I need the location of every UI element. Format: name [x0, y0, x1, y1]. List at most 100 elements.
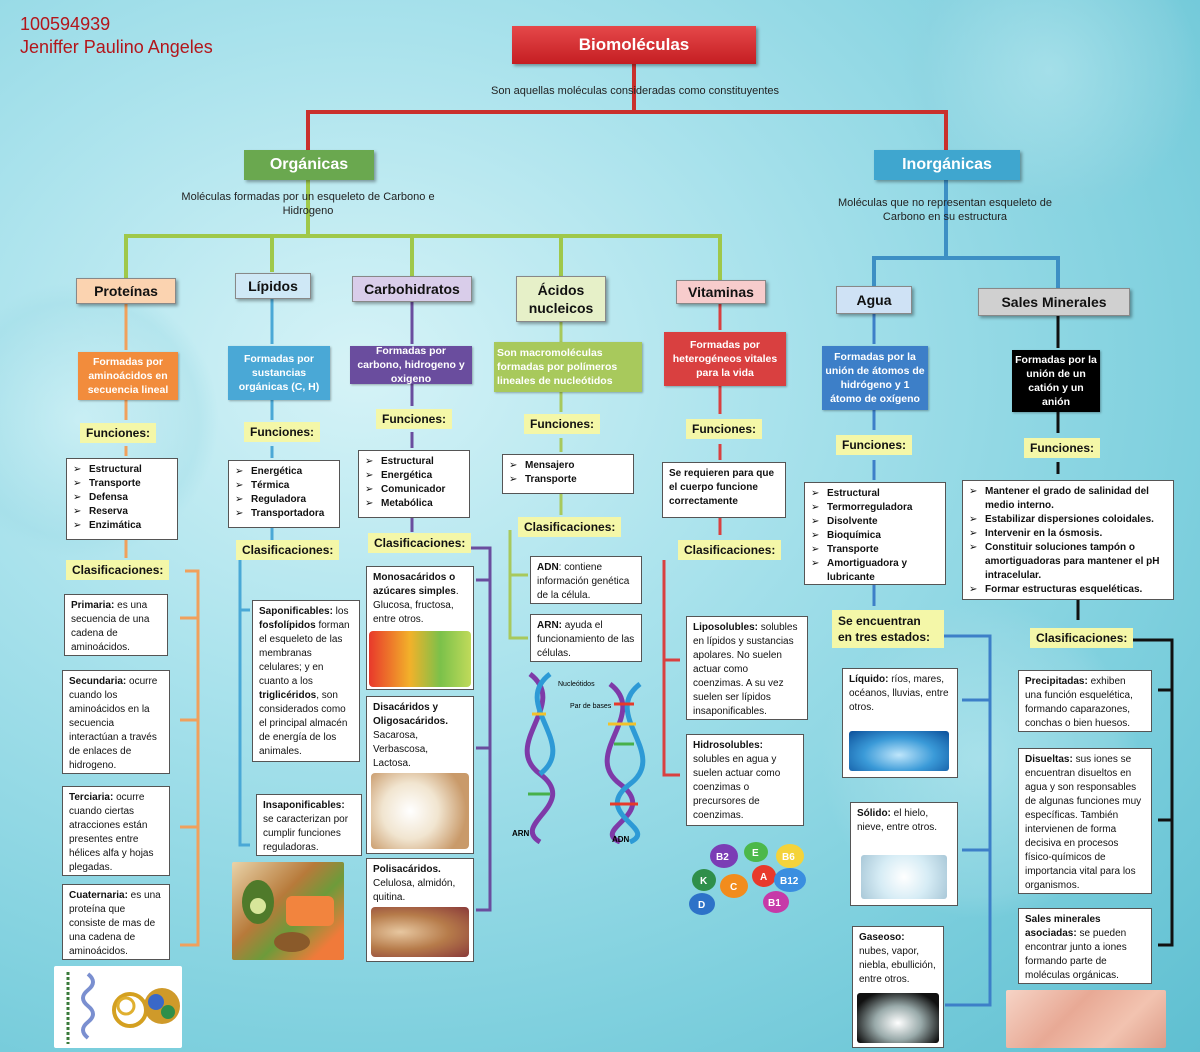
vitaminas-title: Vitaminas — [676, 280, 766, 304]
lipidos-insaponificables: Insaponificables: se caracterizan por cu… — [256, 794, 362, 856]
sugars-image — [371, 773, 469, 849]
list-item: Comunicador — [365, 483, 463, 497]
organicas-description: Moléculas formadas por un esqueleto de C… — [181, 191, 435, 217]
water-drop-image — [849, 731, 949, 771]
agua-title: Agua — [836, 286, 912, 314]
list-item: Intervenir en la ósmosis. — [969, 527, 1167, 541]
carbohidratos-funciones-box: Estructural Energética Comunicador Metab… — [358, 450, 470, 518]
list-item: Térmica — [235, 479, 333, 493]
proteinas-funciones-label: Funciones: — [80, 423, 157, 443]
list-item: Energética — [235, 465, 333, 479]
list-item: Reguladora — [235, 493, 333, 507]
proteinas-funciones-box: Estructural Transporte Defensa Reserva E… — [66, 458, 178, 540]
list-item: Transporte — [811, 543, 939, 557]
label-nucleotidos: Nucleótidos — [558, 681, 595, 688]
svg-text:B12: B12 — [780, 876, 799, 887]
author-name: Jeniffer Paulino Angeles — [20, 37, 213, 57]
vitaminas-funciones-box: Se requieren para que el cuerpo funcione… — [662, 462, 786, 518]
acidos-adn: ADN: contiene información genética de la… — [530, 556, 642, 604]
list-item: Estructural — [73, 463, 171, 477]
salt-crystals-image — [1006, 990, 1166, 1048]
agua-estados-label: Se encuentran en tres estados: — [832, 610, 944, 648]
proteinas-title: Proteínas — [76, 278, 176, 304]
carbohidratos-monosacaridos: Monosacáridos o azúcares simples. Glucos… — [366, 566, 474, 690]
proteinas-clasif-label: Clasificaciones: — [66, 560, 170, 580]
protein-structures-image — [54, 966, 182, 1048]
list-item: Formar estructuras esqueléticas. — [969, 583, 1167, 597]
agua-definition: Formadas por la unión de átomos de hidró… — [822, 346, 928, 410]
list-item: Transportadora — [235, 507, 333, 521]
list-item: Reserva — [73, 505, 171, 519]
carbohidratos-disacaridos: Disacáridos y Oligosacáridos. Sacarosa, … — [366, 696, 474, 854]
list-item: Transporte — [73, 477, 171, 491]
vitamin-pills-image: B2 E B6 K A B12 C D B1 — [686, 842, 810, 918]
agua-funciones-box: Estructural Termorreguladora Disolvente … — [804, 482, 946, 585]
svg-text:D: D — [698, 900, 705, 911]
svg-text:A: A — [760, 872, 767, 883]
list-item: Transporte — [509, 473, 627, 487]
sales-precipitadas: Precipitadas: exhiben una función esquel… — [1018, 670, 1152, 732]
svg-text:K: K — [700, 876, 708, 887]
list-item: Enzimática — [73, 519, 171, 533]
proteinas-cuaternaria: Cuaternaria: es una proteína que consist… — [62, 884, 170, 960]
lipidos-funciones-box: Energética Térmica Reguladora Transporta… — [228, 460, 340, 528]
lipidos-title: Lípidos — [235, 273, 311, 299]
sales-asociadas: Sales minerales asociadas: se pueden enc… — [1018, 908, 1152, 984]
svg-text:B6: B6 — [782, 852, 795, 863]
svg-text:C: C — [730, 882, 737, 893]
vitaminas-definition: Formadas por heterogéneos vitales para l… — [664, 332, 786, 386]
fruits-image — [369, 631, 471, 687]
list-item: Estructural — [365, 455, 463, 469]
agua-liquido: Líquido: ríos, mares, océanos, lluvias, … — [842, 668, 958, 778]
agua-gaseoso: Gaseoso: nubes, vapor, niebla, ebullició… — [852, 926, 944, 1048]
acidos-clasif-label: Clasificaciones: — [518, 517, 622, 537]
ice-image — [861, 855, 947, 899]
list-item: Metabólica — [365, 497, 463, 511]
potatoes-image — [371, 907, 469, 957]
list-item: Amortiguadora y lubricante — [811, 557, 939, 585]
list-item: Defensa — [73, 491, 171, 505]
proteinas-definition: Formadas por aminoácidos en secuencia li… — [78, 352, 178, 400]
sales-funciones-label: Funciones: — [1024, 438, 1101, 458]
vitaminas-liposolubles: Liposolubles: solubles en lípidos y sust… — [686, 616, 808, 720]
sales-disueltas: Disueltas: sus iones se encuentran disue… — [1018, 748, 1152, 894]
acidos-funciones-label: Funciones: — [524, 414, 601, 434]
carbohidratos-polisacaridos: Polisacáridos. Celulosa, almidón, quitin… — [366, 858, 474, 962]
proteinas-primaria: Primaria: es una secuencia de una cadena… — [64, 594, 168, 656]
agua-solido: Sólido: el hielo, nieve, entre otros. — [850, 802, 958, 906]
list-item: Mantener el grado de salinidad del medio… — [969, 485, 1167, 513]
dna-rna-diagram: Nucleótidos Par de bases ARN ADN — [510, 664, 660, 845]
list-item: Disolvente — [811, 515, 939, 529]
acidos-funciones-box: Mensajero Transporte — [502, 454, 634, 494]
label-adn: ADN — [612, 835, 630, 844]
inorganicas-title: Inorgánicas — [874, 150, 1020, 180]
svg-text:B2: B2 — [716, 852, 729, 863]
carbohidratos-definition: Formadas por carbono, hidrogeno y oxigen… — [350, 345, 472, 385]
svg-text:B1: B1 — [768, 898, 781, 909]
list-item: Mensajero — [509, 459, 627, 473]
root-title: Biomoléculas — [512, 26, 756, 64]
acidos-title: Ácidos nucleicos — [516, 276, 606, 322]
list-item: Estructural — [811, 487, 939, 501]
list-item: Estabilizar dispersiones coloidales. — [969, 513, 1167, 527]
lipidos-saponificables: Saponificables: los fosfolípidos forman … — [252, 600, 360, 762]
inorganicas-description: Moléculas que no representan esqueleto d… — [837, 197, 1053, 223]
proteinas-terciaria: Terciaria: ocurre cuando ciertas atracci… — [62, 786, 170, 876]
organicas-title: Orgánicas — [244, 150, 374, 180]
lipidos-definition: Formadas por sustancias orgánicas (C, H) — [228, 346, 330, 400]
agua-funciones-label: Funciones: — [836, 435, 913, 455]
sales-funciones-box: Mantener el grado de salinidad del medio… — [962, 480, 1174, 600]
label-arn: ARN — [512, 829, 530, 838]
carbohidratos-title: Carbohidratos — [352, 276, 472, 302]
carbohidratos-clasif-label: Clasificaciones: — [368, 533, 472, 553]
lipidos-funciones-label: Funciones: — [244, 422, 321, 442]
proteinas-secundaria: Secundaria: ocurre cuando los aminoácido… — [62, 670, 170, 774]
label-par-bases: Par de bases — [570, 703, 612, 710]
svg-text:E: E — [752, 848, 759, 859]
acidos-definition: Son macromoléculas formadas por polímero… — [494, 342, 642, 392]
student-id: 100594939 — [20, 14, 111, 34]
steam-image — [857, 993, 939, 1043]
vitaminas-hidrosolubles: Hidrosolubles: solubles en agua y suelen… — [686, 734, 804, 826]
list-item: Constituir soluciones tampón o amortigua… — [969, 541, 1167, 583]
